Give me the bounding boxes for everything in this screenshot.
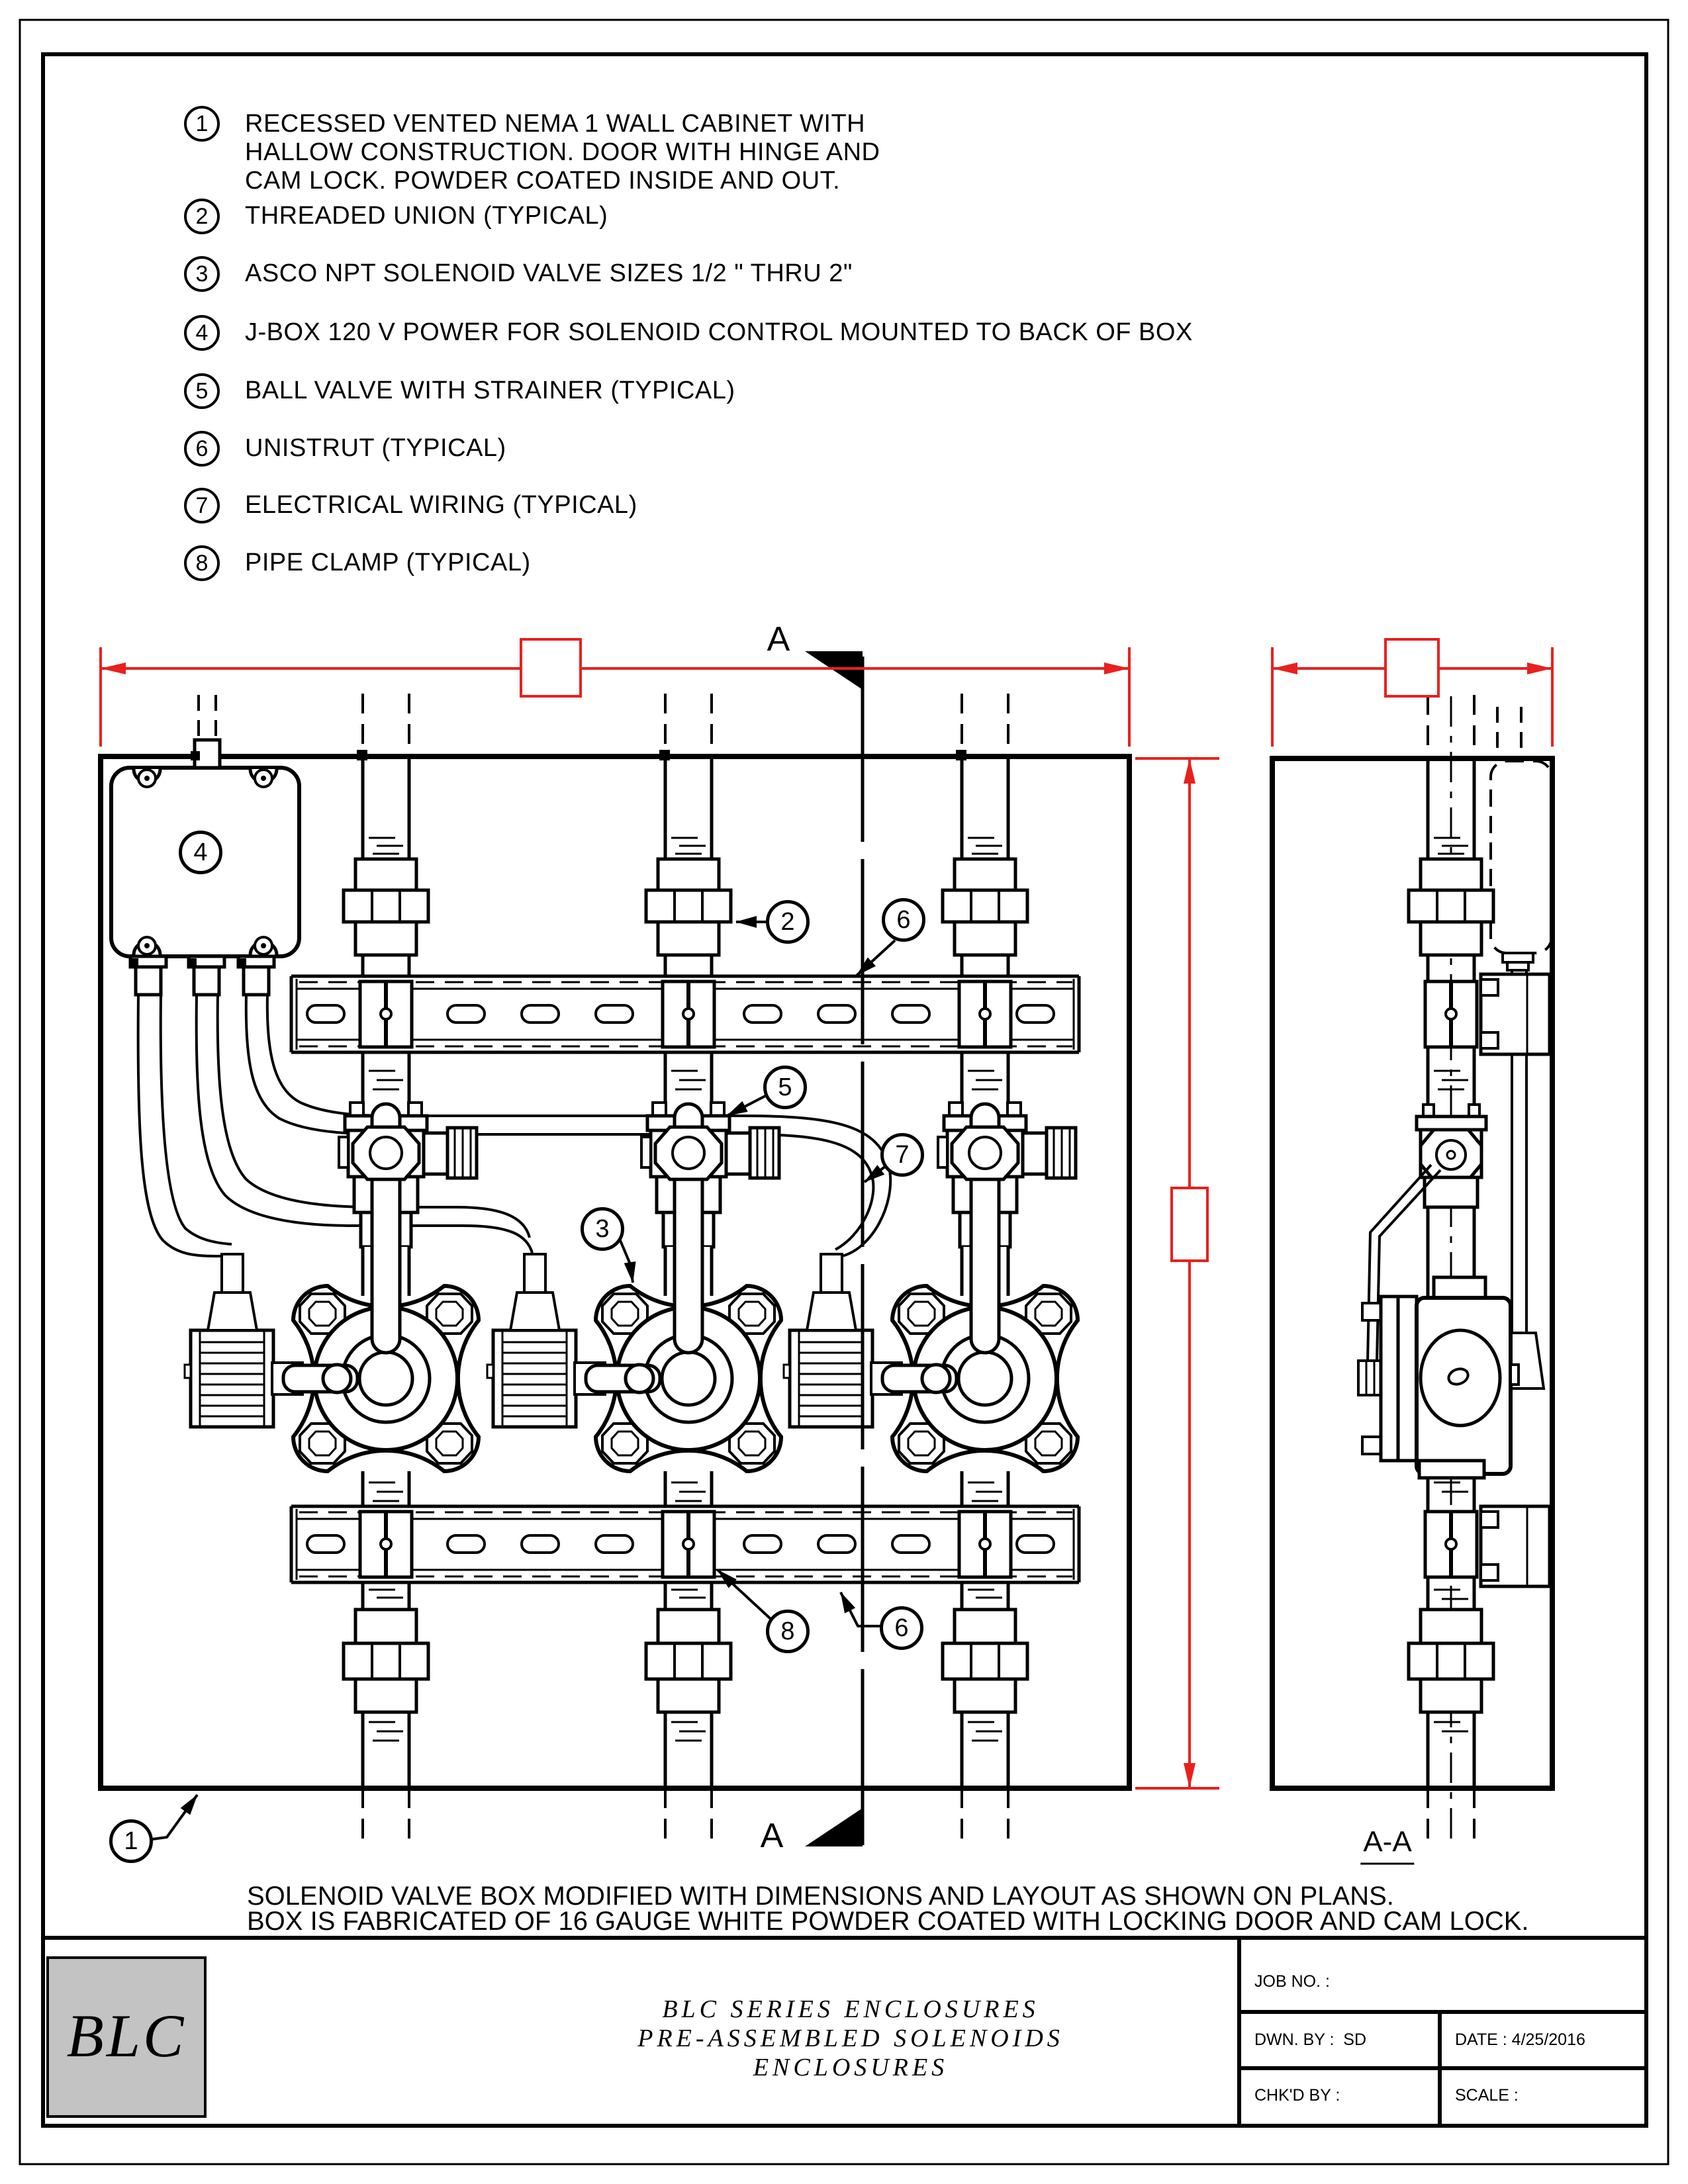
dimensions bbox=[99, 638, 1554, 1790]
callout-unistrut-bottom: 6 bbox=[880, 1606, 923, 1650]
logo-box bbox=[46, 1956, 207, 2118]
ball-valve-solenoid-2 bbox=[487, 1103, 781, 1471]
legend-2-text: THREADED UNION (TYPICAL) bbox=[245, 202, 608, 230]
scale-label: SCALE : bbox=[1455, 2086, 1519, 2105]
chkd-by-label: CHK'D BY : bbox=[1254, 2086, 1340, 2105]
job-no-label: JOB NO. : bbox=[1254, 1972, 1330, 1991]
unistrut-channel-top bbox=[1479, 972, 1552, 1056]
title-block-lines bbox=[43, 1936, 1646, 2126]
legend-6-bubble: 6 bbox=[184, 431, 220, 467]
dimension-value-box-width-front bbox=[520, 638, 582, 698]
dwn-by: DWN. BY : SD bbox=[1254, 2030, 1367, 2049]
side-view bbox=[1270, 695, 1555, 1846]
solenoid-side bbox=[1357, 1275, 1520, 1480]
callout-cabinet: 1 bbox=[109, 1819, 153, 1863]
section-letter-bottom: A bbox=[760, 1817, 784, 1855]
note-line-2: BOX IS FABRICATED OF 16 GAUGE WHITE POWD… bbox=[247, 1907, 1529, 1936]
legend-1-bubble: 1 bbox=[184, 106, 220, 142]
dwn-by-value: SD bbox=[1343, 2030, 1367, 2049]
company-logo: BLC bbox=[66, 2002, 187, 2070]
legend-5-text: BALL VALVE WITH STRAINER (TYPICAL) bbox=[245, 377, 735, 404]
legend-3-text: ASCO NPT SOLENOID VALVE SIZES 1/2 " THRU… bbox=[245, 259, 853, 287]
dimension-value-box-width-side bbox=[1384, 638, 1440, 698]
callout-unistrut-top: 6 bbox=[882, 898, 925, 942]
jbox-conduits bbox=[128, 954, 276, 997]
legend-4-text: J-BOX 120 V POWER FOR SOLENOID CONTROL M… bbox=[245, 318, 1193, 346]
legend-1-number: 1 bbox=[195, 111, 209, 136]
callout-pipe-clamp: 8 bbox=[766, 1610, 810, 1653]
drawing-title: BLC SERIES ENCLOSURES PRE-ASSEMBLED SOLE… bbox=[637, 1995, 1064, 2081]
legend-2-bubble: 2 bbox=[184, 199, 220, 234]
callout-jbox: 4 bbox=[179, 831, 222, 874]
cabinet-outline bbox=[98, 754, 1132, 1791]
front-view bbox=[98, 694, 1132, 1845]
callout-solenoid-valve: 3 bbox=[581, 1207, 624, 1251]
hidden-jbox bbox=[1489, 760, 1553, 954]
legend-6-text: UNISTRUT (TYPICAL) bbox=[245, 434, 506, 462]
legend-7-bubble: 7 bbox=[184, 488, 220, 523]
legend-7-text: ELECTRICAL WIRING (TYPICAL) bbox=[245, 491, 637, 519]
date: DATE : 4/25/2016 bbox=[1455, 2030, 1585, 2049]
legend-3-bubble: 3 bbox=[184, 256, 220, 292]
note-line-1: SOLENOID VALVE BOX MODIFIED WITH DIMENSI… bbox=[247, 1882, 1394, 1911]
date-value: 4/25/2016 bbox=[1511, 2030, 1585, 2049]
legend-4-bubble: 4 bbox=[184, 315, 220, 351]
dimension-value-box-height bbox=[1170, 1187, 1209, 1262]
sheet-border bbox=[19, 19, 1669, 2165]
ball-valve-side bbox=[1362, 1103, 1488, 1363]
side-cabinet-outline bbox=[1270, 756, 1555, 1791]
legend-1-text: RECESSED VENTED NEMA 1 WALL CABINET WITH… bbox=[245, 110, 880, 195]
ball-valve-solenoid-1 bbox=[185, 1103, 479, 1471]
callout-electrical-wiring: 7 bbox=[880, 1133, 924, 1177]
callout-leaders bbox=[152, 916, 896, 1841]
legend-5-bubble: 5 bbox=[184, 373, 220, 409]
ball-valve-solenoid-3 bbox=[784, 1103, 1078, 1471]
callout-ball-valve: 5 bbox=[763, 1066, 807, 1109]
unistrut-channel-bottom bbox=[1479, 1504, 1552, 1588]
legend-8-bubble: 8 bbox=[184, 545, 220, 581]
section-letter-top: A bbox=[767, 620, 790, 659]
section-view-title: A-A bbox=[1360, 1826, 1415, 1865]
legend-8-text: PIPE CLAMP (TYPICAL) bbox=[245, 549, 531, 576]
callout-threaded-union: 2 bbox=[766, 900, 810, 944]
section-cut-line bbox=[805, 651, 865, 1846]
